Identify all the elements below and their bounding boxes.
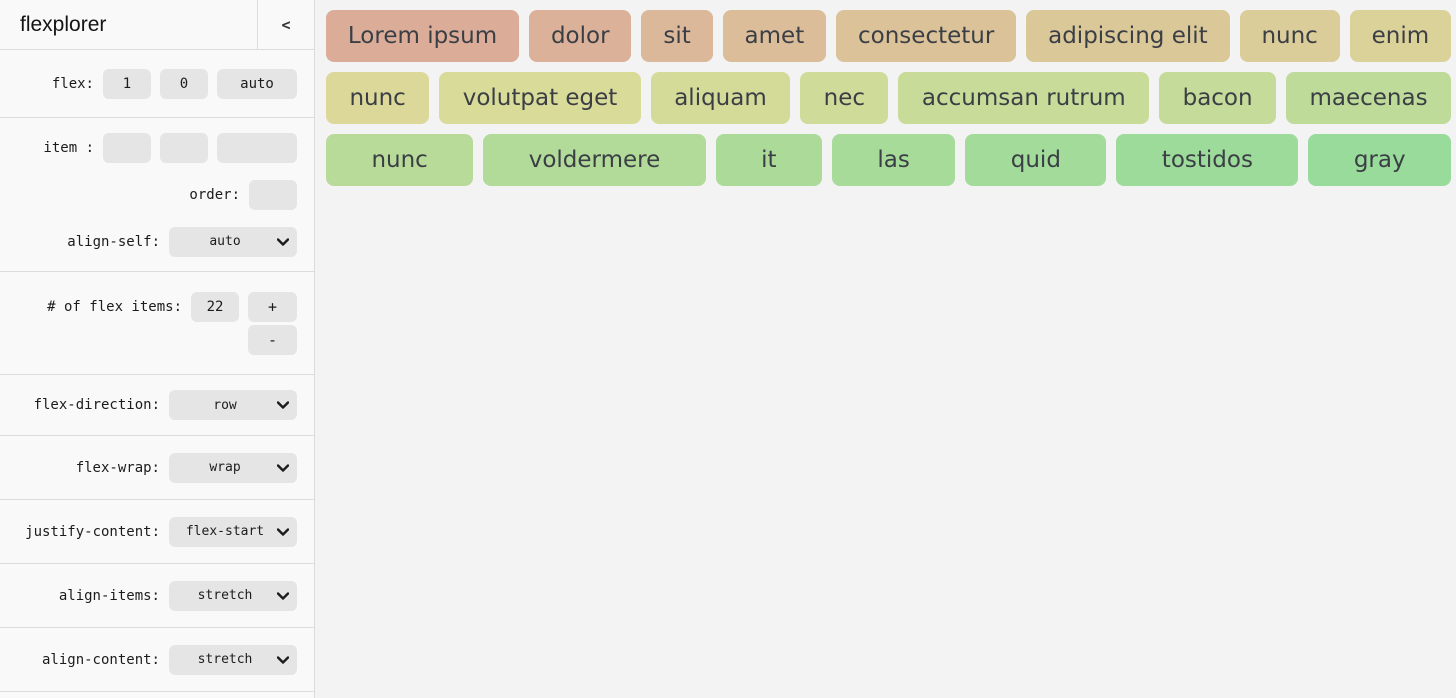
flex-items-count-label: # of flex items: <box>47 298 182 315</box>
flex-wrap-value: wrap <box>209 460 241 475</box>
flex-direction-label: flex-direction: <box>33 397 160 413</box>
align-items-select[interactable]: stretch <box>169 580 297 611</box>
section-flex-wrap: flex-wrap: wrap <box>0 436 314 500</box>
order-row: order: <box>0 179 314 210</box>
section-flex-items-count: # of flex items: + - <box>0 272 314 375</box>
align-items-row: align-items: stretch <box>0 580 314 611</box>
item-label: item : <box>43 139 94 156</box>
flex-wrap-row: flex-wrap: wrap <box>0 452 314 483</box>
flex-item[interactable]: nunc <box>326 72 430 124</box>
justify-content-label: justify-content: <box>25 523 160 540</box>
align-items-label: align-items: <box>58 587 160 604</box>
flex-item[interactable]: maecenas <box>1286 72 1452 124</box>
flex-item[interactable]: las <box>831 134 956 186</box>
flex-wrap-label: flex-wrap: <box>75 459 160 476</box>
section-align-content: align-content: stretch <box>0 628 314 692</box>
flex-item[interactable]: adipiscing elit <box>1026 10 1230 62</box>
flex-item[interactable]: nunc <box>1239 10 1340 62</box>
chevron-down-icon <box>277 237 289 246</box>
flex-item[interactable]: it <box>715 134 822 186</box>
flex-item[interactable]: Lorem ipsum <box>326 10 520 62</box>
section-flex-direction: flex-direction: row <box>0 375 314 436</box>
section-justify-content: justify-content: flex-start <box>0 500 314 564</box>
flex-item[interactable]: nec <box>800 72 889 124</box>
item-flex-row: item : <box>0 132 314 163</box>
item-shrink-input[interactable] <box>160 132 208 163</box>
section-flex: flex: <box>0 50 314 118</box>
flex-item[interactable]: nunc <box>326 134 474 186</box>
align-content-select[interactable]: stretch <box>169 644 297 675</box>
flex-item[interactable]: aliquam <box>650 72 791 124</box>
flex-item[interactable]: sit <box>641 10 713 62</box>
justify-content-row: justify-content: flex-start <box>0 516 314 547</box>
collapse-sidebar-button[interactable]: < <box>257 0 314 49</box>
app-title: flexplorer <box>20 12 107 36</box>
flex-item[interactable]: volutpat eget <box>439 72 641 124</box>
flex-shorthand-row: flex: <box>0 68 314 99</box>
section-item: item : order: align-self: auto <box>0 118 314 272</box>
flex-item[interactable]: consectetur <box>836 10 1017 62</box>
flex-basis-input[interactable] <box>217 68 297 99</box>
chevron-left-icon: < <box>281 15 291 34</box>
align-self-select[interactable]: auto <box>169 226 297 257</box>
flex-item[interactable]: accumsan rutrum <box>898 72 1150 124</box>
flex-item[interactable]: voldermere <box>483 134 706 186</box>
order-label: order: <box>189 186 240 203</box>
flex-item[interactable]: enim <box>1349 10 1452 62</box>
sidebar: flexplorer < flex: item : order: align-s… <box>0 0 315 698</box>
chevron-down-icon <box>277 527 289 536</box>
align-self-value: auto <box>209 234 241 249</box>
justify-content-value: flex-start <box>185 524 265 539</box>
section-align-items: align-items: stretch <box>0 564 314 628</box>
justify-content-select[interactable]: flex-start <box>169 516 297 547</box>
align-self-row: align-self: auto <box>0 226 314 257</box>
align-content-value: stretch <box>197 652 253 667</box>
sidebar-header: flexplorer < <box>0 0 314 50</box>
flex-item[interactable]: tostidos <box>1116 134 1299 186</box>
add-item-button[interactable]: + <box>248 291 297 322</box>
align-items-value: stretch <box>197 588 253 603</box>
item-grow-input[interactable] <box>103 132 151 163</box>
flex-item[interactable]: amet <box>722 10 827 62</box>
remove-item-button[interactable]: - <box>248 324 297 355</box>
chevron-down-icon <box>277 401 289 409</box>
flex-shrink-input[interactable] <box>160 68 208 99</box>
flex-grow-input[interactable] <box>103 68 151 99</box>
flex-items-stepper: + - <box>248 291 297 355</box>
flex-items-count-input[interactable] <box>191 291 239 322</box>
flex-direction-row: flex-direction: row <box>0 390 314 420</box>
item-basis-input[interactable] <box>217 132 297 163</box>
flex-item[interactable]: bacon <box>1159 72 1277 124</box>
chevron-down-icon <box>277 463 289 472</box>
flex-items-count-row: # of flex items: + - <box>0 291 314 355</box>
chevron-down-icon <box>277 591 289 600</box>
flex-direction-value: row <box>213 397 237 413</box>
flex-direction-select[interactable]: row <box>169 390 297 420</box>
align-self-label: align-self: <box>67 233 160 250</box>
align-content-label: align-content: <box>41 651 160 668</box>
order-input[interactable] <box>249 179 297 210</box>
align-content-row: align-content: stretch <box>0 644 314 675</box>
chevron-down-icon <box>277 655 289 664</box>
flex-wrap-select[interactable]: wrap <box>169 452 297 483</box>
flex-label: flex: <box>51 75 94 92</box>
flex-item[interactable]: dolor <box>529 10 632 62</box>
flex-item[interactable]: quid <box>965 134 1107 186</box>
flex-item[interactable]: gray <box>1308 134 1452 186</box>
